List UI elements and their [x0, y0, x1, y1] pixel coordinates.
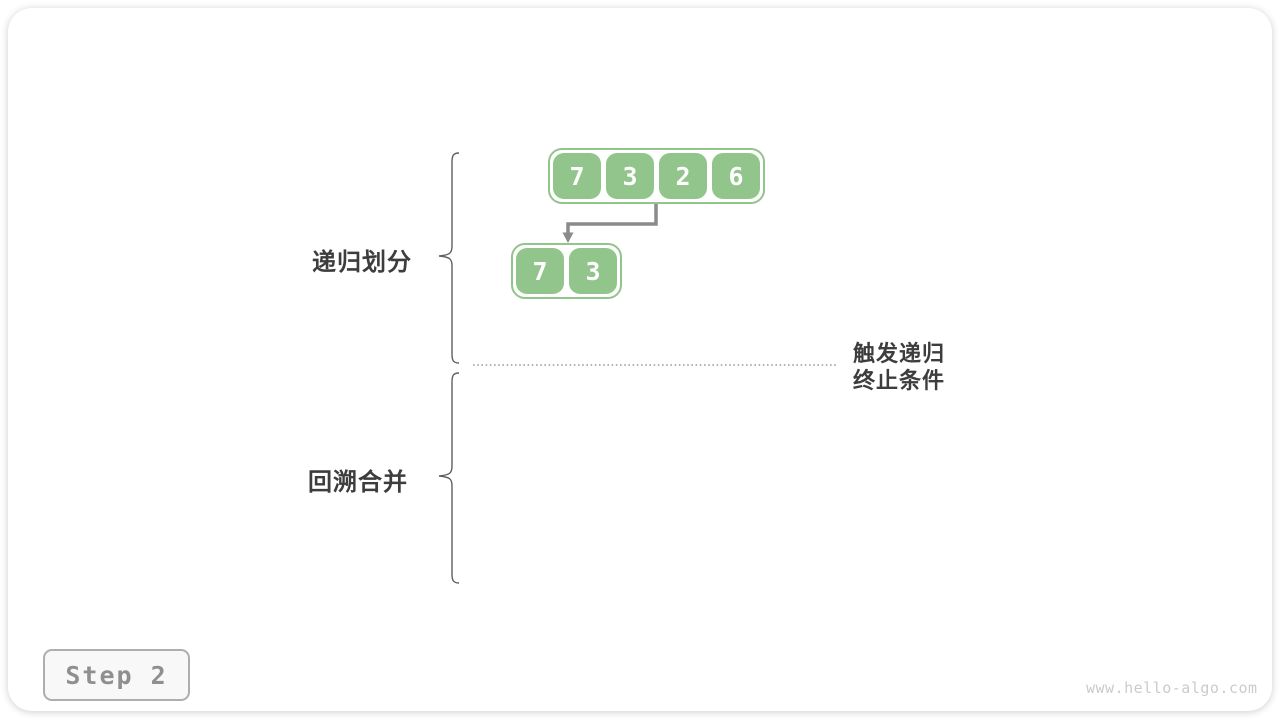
split-connector-arrow-icon — [562, 204, 658, 243]
array-cell: 3 — [569, 248, 617, 294]
array-cell: 2 — [659, 153, 707, 199]
terminate-line2: 终止条件 — [853, 368, 946, 393]
brace-merge-icon — [438, 372, 460, 584]
brace-divide-icon — [438, 152, 460, 364]
array-cell: 6 — [712, 153, 760, 199]
terminate-line1: 触发递归 — [853, 341, 946, 366]
array-cell: 3 — [606, 153, 654, 199]
label-backtrack-merge: 回溯合并 — [308, 469, 408, 496]
step-badge: Step 2 — [43, 649, 190, 701]
watermark-url: www.hello-algo.com — [1086, 679, 1258, 697]
array-cell: 7 — [553, 153, 601, 199]
label-recursive-divide: 递归划分 — [312, 249, 412, 276]
array-level1: 7 3 2 6 — [548, 148, 765, 204]
array-cell: 7 — [516, 248, 564, 294]
array-level2: 7 3 — [511, 243, 622, 299]
figure-card: 7 3 2 6 7 3 递归划分 回溯合并 触发递归 终止条件 Step 2 w… — [8, 8, 1272, 711]
label-terminate-condition: 触发递归 终止条件 — [853, 340, 945, 394]
diagram-overlay — [438, 152, 837, 584]
